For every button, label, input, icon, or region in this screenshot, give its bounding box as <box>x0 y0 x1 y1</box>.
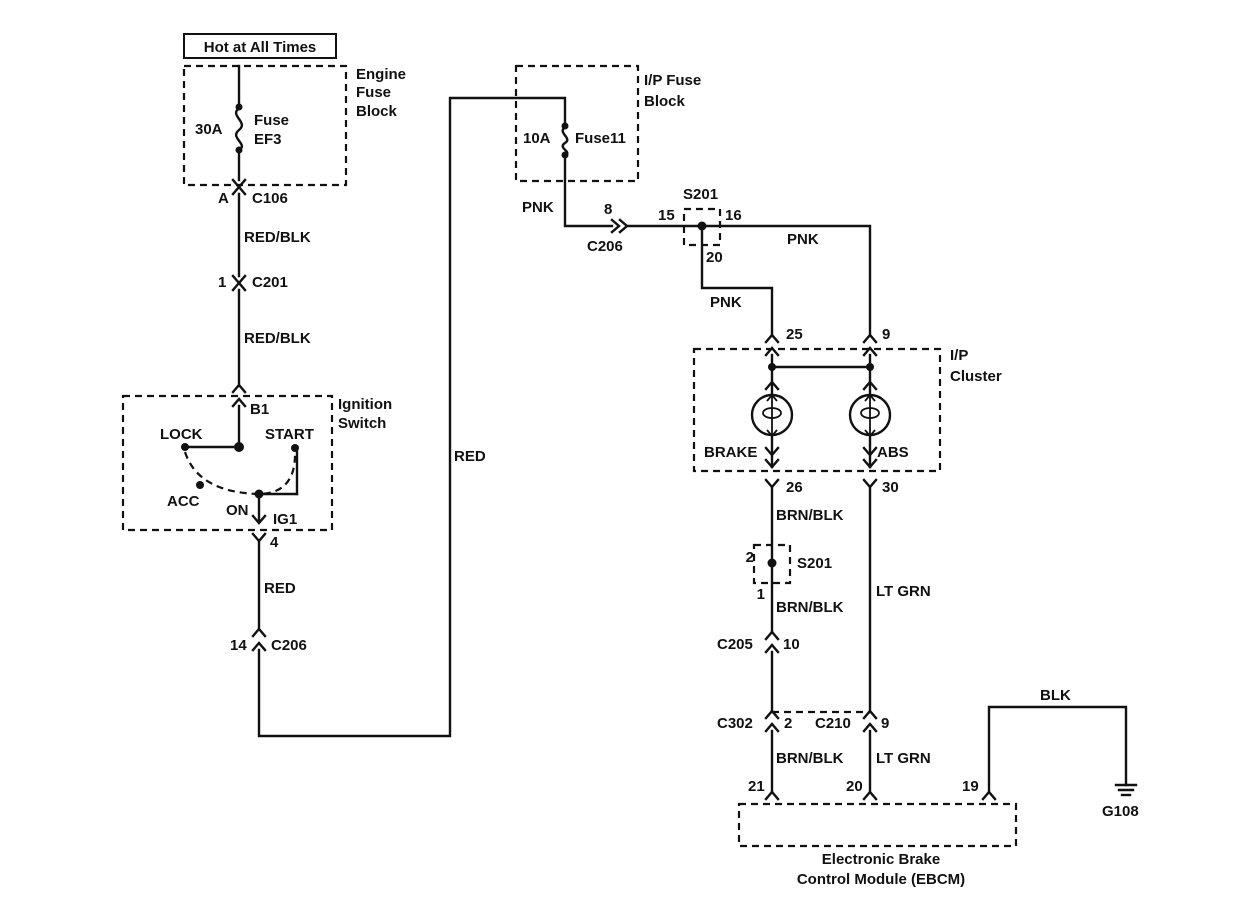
connector-c302-c210: C302 2 C210 9 <box>717 709 889 733</box>
ip-fuse-block-label-2: Block <box>644 93 686 110</box>
c201-label: C201 <box>252 274 288 291</box>
wire-red-middle: RED <box>454 448 486 465</box>
wire-blk: BLK <box>1040 687 1071 704</box>
engine-fuse-block-label-1: Engine <box>356 66 406 83</box>
ip-fuse-block-label-1: I/P Fuse <box>644 72 701 89</box>
engine-fuse-block-label-3: Block <box>356 103 398 120</box>
cluster-pin-30: 30 <box>882 479 899 496</box>
c201-pin: 1 <box>218 274 226 291</box>
s201-mid-pin-1: 1 <box>757 586 765 603</box>
c205-label: C205 <box>717 636 753 653</box>
wire-red-blk-lower: RED/BLK <box>244 330 311 347</box>
wire-brn-blk-upper: BRN/BLK <box>776 507 844 524</box>
abs-lamp-icon <box>848 393 892 438</box>
c302-label: C302 <box>717 715 753 732</box>
ground-g108-label: G108 <box>1102 803 1139 820</box>
ignition-ig1-label: IG1 <box>273 511 297 528</box>
ebcm-pin-21: 21 <box>748 778 765 795</box>
fuse-11-label: Fuse11 <box>575 130 626 147</box>
fuse-ef3-label-2: EF3 <box>254 131 282 148</box>
brake-lamp-icon <box>750 393 794 438</box>
wire-red-left: RED <box>264 580 296 597</box>
connector-c106: A C106 <box>218 178 288 207</box>
s201-mid-pin-2: 2 <box>746 549 754 566</box>
cluster-pin-25: 25 <box>786 326 803 343</box>
engine-fuse-block: Engine Fuse Block 30A Fuse EF3 <box>182 64 406 187</box>
c106-label: C106 <box>252 190 288 207</box>
ignition-pin-b1: B1 <box>250 401 269 418</box>
wire-pnk-fuse: PNK <box>522 199 554 216</box>
ignition-lock-label: LOCK <box>160 426 203 443</box>
s201-mid-label: S201 <box>797 555 832 572</box>
connector-c201: 1 C201 <box>218 274 288 292</box>
ignition-switch: Ignition Switch B1 LOCK START ACC ON IG1… <box>121 383 392 551</box>
ip-cluster: 25 9 I/P Cluster BRAK <box>692 326 1002 496</box>
ebcm-module: 21 20 19 Electronic Brake Control Module… <box>737 778 1018 888</box>
wire-red-loop <box>257 96 567 738</box>
wire-lt-grn-lower: LT GRN <box>876 750 931 767</box>
c206-upper-label: C206 <box>587 238 623 255</box>
s201-pin-20: 20 <box>706 249 723 266</box>
c206-lower-pin: 14 <box>230 637 247 654</box>
hot-at-all-times-block: Hot at All Times <box>183 33 337 59</box>
ebcm-label-1: Electronic Brake <box>822 851 940 868</box>
connector-c205: C205 10 <box>717 630 800 654</box>
cluster-pin-9: 9 <box>882 326 890 343</box>
ebcm-label-2: Control Module (EBCM) <box>797 871 965 888</box>
connector-c206-lower: 14 C206 <box>230 627 307 654</box>
wire-red-blk-upper: RED/BLK <box>244 229 311 246</box>
ip-cluster-label-1: I/P <box>950 347 968 364</box>
engine-fuse-block-label-2: Fuse <box>356 84 391 101</box>
c206-lower-label: C206 <box>271 637 307 654</box>
cluster-abs-label: ABS <box>877 444 909 461</box>
wire-brn-blk-lower: BRN/BLK <box>776 750 844 767</box>
ground-icon <box>1114 783 1138 797</box>
fuse-ef3-label-1: Fuse <box>254 112 289 129</box>
c106-pin: A <box>218 190 229 207</box>
wire-pnk-right: PNK <box>787 231 819 248</box>
ignition-acc-label: ACC <box>167 493 200 510</box>
cluster-pin-26: 26 <box>786 479 803 496</box>
wire-brn-blk-middle: BRN/BLK <box>776 599 844 616</box>
ip-fuse-block: I/P Fuse Block 10A Fuse11 <box>514 64 701 183</box>
ignition-start-label: START <box>265 426 314 443</box>
cluster-brake-label: BRAKE <box>704 444 757 461</box>
c206-upper-pin: 8 <box>604 201 612 218</box>
s201-pin-16: 16 <box>725 207 742 224</box>
fuse-ef3-amp: 30A <box>195 121 223 138</box>
fuse-11-amp: 10A <box>523 130 551 147</box>
c210-pin: 9 <box>881 715 889 732</box>
ip-cluster-label-2: Cluster <box>950 368 1002 385</box>
ignition-pin-4: 4 <box>270 534 279 551</box>
fuse-11-icon <box>561 125 569 157</box>
ignition-switch-label-2: Switch <box>338 415 386 432</box>
hot-at-all-times-label: Hot at All Times <box>204 39 317 56</box>
ignition-on-label: ON <box>226 502 249 519</box>
fuse-ef3-icon <box>234 106 244 152</box>
c205-pin: 10 <box>783 636 800 653</box>
s201-pin-15: 15 <box>658 207 675 224</box>
c210-label: C210 <box>815 715 851 732</box>
wire-lt-grn-upper: LT GRN <box>876 583 931 600</box>
wire-pnk-left: PNK <box>710 294 742 311</box>
ebcm-pin-20: 20 <box>846 778 863 795</box>
splice-s201-mid: 2 1 S201 <box>746 543 832 603</box>
c302-pin: 2 <box>784 715 792 732</box>
ebcm-pin-19: 19 <box>962 778 979 795</box>
connector-c206-upper: 8 C206 <box>587 201 629 255</box>
s201-top-label: S201 <box>683 186 718 203</box>
ignition-switch-label-1: Ignition <box>338 396 392 413</box>
